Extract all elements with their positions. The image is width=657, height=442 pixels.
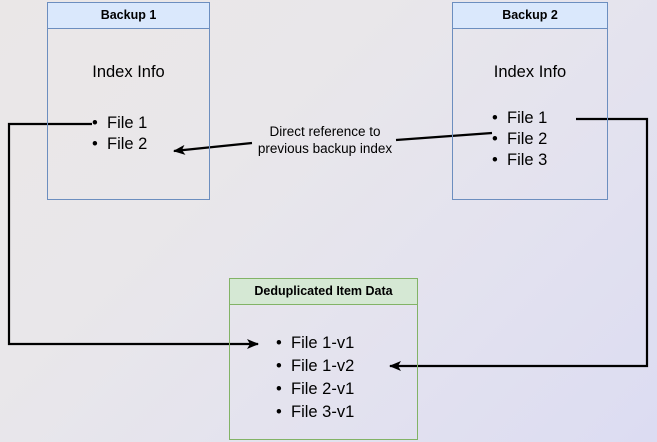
list-item: File 2-v1 <box>276 378 354 401</box>
list-item: File 1 <box>492 108 547 129</box>
node-backup-1[interactable]: Backup 1 Index Info File 1 File 2 <box>47 2 210 200</box>
list-item: File 2 <box>92 134 147 155</box>
node-deduplicated-item-data-header: Deduplicated Item Data <box>230 279 417 305</box>
list-item: File 1-v2 <box>276 355 354 378</box>
node-backup-2-header: Backup 2 <box>453 3 607 29</box>
node-deduplicated-item-data-file-list: File 1-v1 File 1-v2 File 2-v1 File 3-v1 <box>276 332 354 424</box>
node-backup-2-file-list: File 1 File 2 File 3 <box>492 108 547 171</box>
list-item: File 2 <box>492 129 547 150</box>
node-backup-1-header: Backup 1 <box>48 3 209 29</box>
list-item: File 1-v1 <box>276 332 354 355</box>
node-backup-1-subtitle: Index Info <box>92 63 165 81</box>
node-backup-1-file-list: File 1 File 2 <box>92 113 147 155</box>
node-backup-2-subtitle: Index Info <box>493 63 567 81</box>
node-deduplicated-item-data[interactable]: Deduplicated Item Data File 1-v1 File 1-… <box>229 278 418 440</box>
list-item: File 3 <box>492 150 547 171</box>
node-deduplicated-item-data-body: File 1-v1 File 1-v2 File 2-v1 File 3-v1 <box>230 305 417 438</box>
node-backup-1-body: Index Info File 1 File 2 <box>48 29 209 198</box>
list-item: File 3-v1 <box>276 401 354 424</box>
list-item: File 1 <box>92 113 147 134</box>
edge-label-direct-reference: Direct reference to previous backup inde… <box>257 124 393 156</box>
node-backup-2[interactable]: Backup 2 Index Info File 1 File 2 File 3 <box>452 2 608 200</box>
node-backup-2-body: Index Info File 1 File 2 File 3 <box>453 29 607 198</box>
